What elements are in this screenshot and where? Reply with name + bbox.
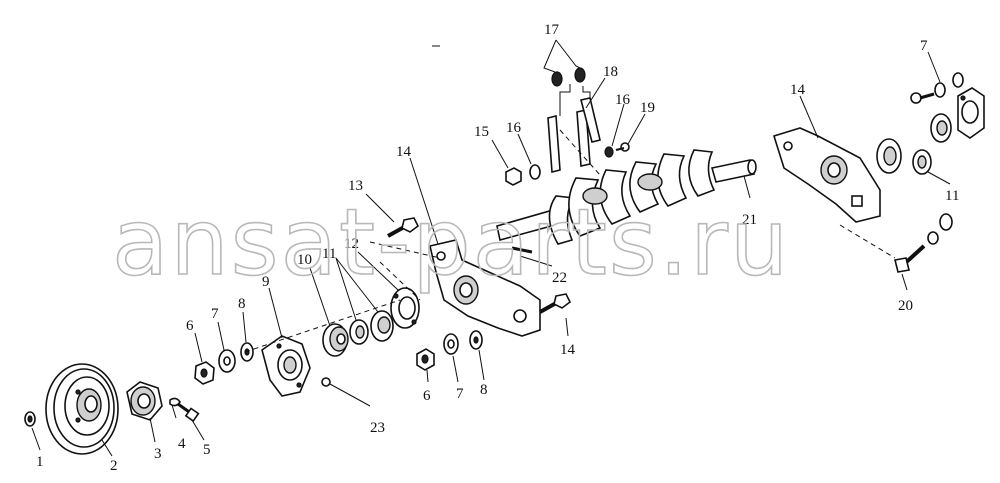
part-19-screw bbox=[615, 142, 630, 152]
callout-18: 18 bbox=[603, 64, 618, 80]
callout-23: 23 bbox=[370, 420, 385, 436]
callout-12: 12 bbox=[344, 236, 359, 252]
watermark-text: ansat-parts.ru bbox=[112, 189, 790, 296]
part-21-crankshaft bbox=[496, 149, 757, 245]
callout-6a: 6 bbox=[186, 318, 194, 334]
part-14-bracket-right bbox=[772, 127, 881, 223]
part-11-bearings-right bbox=[876, 113, 952, 175]
callout-15: 15 bbox=[474, 124, 489, 140]
part-16-washer-left bbox=[529, 164, 541, 180]
callout-13: 13 bbox=[348, 178, 363, 194]
callout-6b: 6 bbox=[423, 388, 431, 404]
part-right-bolt-top bbox=[910, 92, 935, 104]
part-flange-right bbox=[957, 87, 985, 139]
part-23-grease-fitting bbox=[321, 377, 371, 407]
part-20-bolt bbox=[894, 244, 926, 273]
part-10-bearing bbox=[322, 323, 349, 357]
part-3-hub bbox=[126, 381, 163, 421]
part-14-bolt-lower bbox=[539, 293, 572, 314]
part-right-washers-lower bbox=[927, 213, 953, 245]
callout-7b: 7 bbox=[456, 386, 464, 402]
callout-20: 20 bbox=[898, 298, 913, 314]
callout-16a: 16 bbox=[506, 120, 522, 136]
callout-14a: 14 bbox=[396, 144, 412, 160]
part-16-washer-right bbox=[604, 146, 614, 158]
part-7-washers-right bbox=[934, 72, 964, 98]
part-7-washer-lower bbox=[443, 333, 459, 355]
callout-7a: 7 bbox=[211, 306, 219, 322]
callout-5: 5 bbox=[203, 442, 211, 458]
part-5-bolt bbox=[177, 402, 200, 423]
callout-4: 4 bbox=[178, 436, 186, 452]
callout-19: 19 bbox=[640, 100, 655, 116]
callout-17: 17 bbox=[544, 22, 560, 38]
part-12-flange bbox=[390, 287, 420, 329]
callout-labels: 1 2 3 4 5 6 7 8 9 10 11 12 13 14 14 6 7 … bbox=[36, 22, 959, 474]
part-17-nuts bbox=[551, 67, 586, 87]
callout-11a: 11 bbox=[322, 246, 336, 262]
part-8-lockwasher-lower bbox=[469, 330, 483, 350]
part-2-pulley bbox=[45, 363, 119, 455]
part-8-lockwasher-left bbox=[240, 342, 254, 362]
part-13-bolt bbox=[387, 217, 420, 238]
part-7-washer-left bbox=[218, 349, 236, 373]
callout-11b: 11 bbox=[945, 188, 959, 204]
callout-14b: 14 bbox=[560, 342, 576, 358]
part-9-flange-plate bbox=[261, 335, 311, 397]
part-4-washer bbox=[169, 397, 181, 419]
part-11-bearings-left bbox=[349, 310, 394, 345]
callout-8b: 8 bbox=[480, 382, 488, 398]
callout-10: 10 bbox=[297, 252, 312, 268]
part-6-nut-left bbox=[194, 361, 215, 385]
part-18-straps bbox=[547, 97, 601, 174]
callout-16b: 16 bbox=[615, 92, 631, 108]
part-14-bracket-left bbox=[429, 239, 541, 337]
leader-lines bbox=[31, 39, 951, 457]
callout-2: 2 bbox=[110, 458, 118, 474]
assembly-lines bbox=[244, 129, 896, 353]
callout-22: 22 bbox=[552, 270, 567, 286]
callout-1: 1 bbox=[36, 454, 44, 470]
part-22-pin bbox=[511, 246, 533, 254]
part-15-nut bbox=[505, 167, 522, 186]
part-1-key bbox=[24, 411, 36, 427]
callout-7c: 7 bbox=[920, 38, 928, 54]
callout-21: 21 bbox=[742, 212, 757, 228]
part-6-nut-lower bbox=[416, 348, 435, 371]
callout-8a: 8 bbox=[238, 296, 246, 312]
callout-3: 3 bbox=[154, 446, 162, 462]
callout-9: 9 bbox=[262, 274, 270, 290]
callout-14c: 14 bbox=[790, 82, 806, 98]
